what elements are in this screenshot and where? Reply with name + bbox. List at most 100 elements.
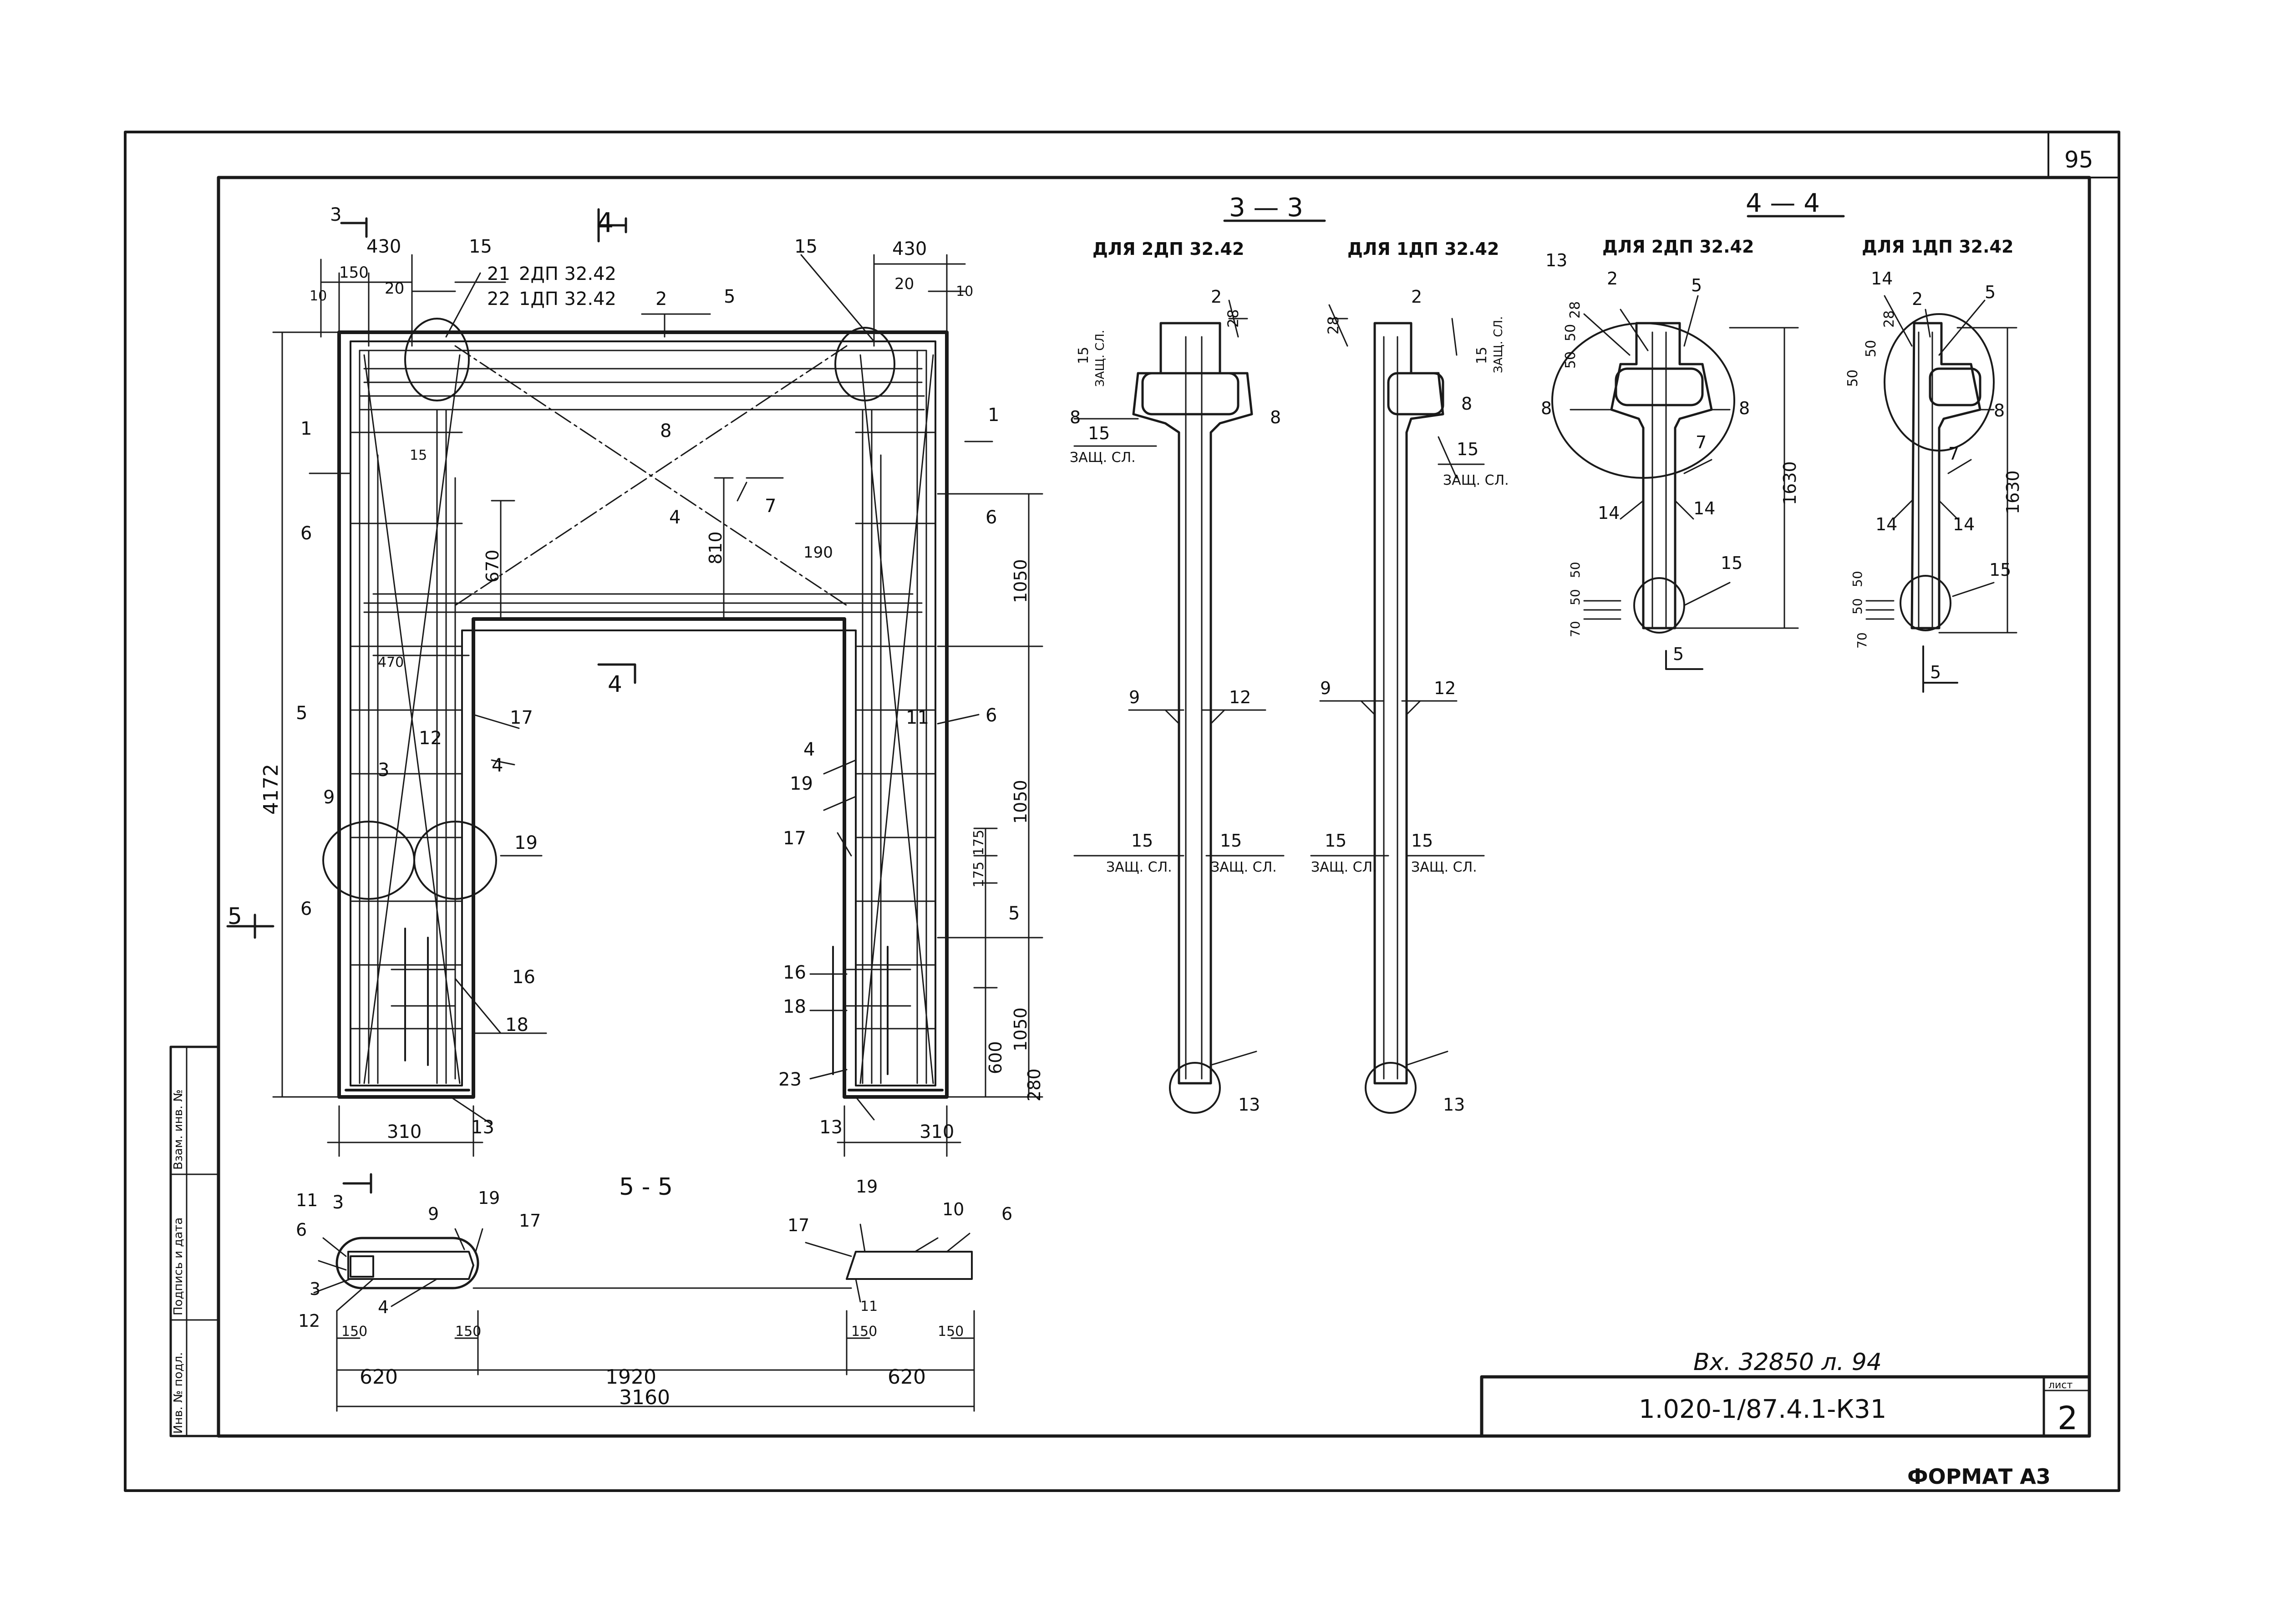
callout-5: 5 [724, 286, 735, 307]
s33-n12-a: 12 [1229, 687, 1251, 707]
section-mark-4-mid: 4 [608, 671, 622, 697]
callout-23: 23 [778, 1069, 802, 1090]
s44-n50-a: 50 [1563, 324, 1579, 341]
s44-n7-a: 7 [1696, 432, 1707, 452]
callout-6-c: 6 [986, 705, 997, 726]
s33-n9-b: 9 [1320, 678, 1331, 698]
callout-9: 9 [323, 787, 335, 808]
callout-15-left: 15 [469, 236, 492, 257]
s44-n28-b: 28 [1881, 310, 1897, 328]
callout-15-small: 15 [410, 447, 427, 463]
section-mark-3: 3 [330, 204, 341, 225]
legend-21-num: 21 [487, 264, 510, 284]
s44-n8-b: 8 [1739, 398, 1750, 418]
s55-dim-150-d: 150 [938, 1324, 964, 1340]
s33-n15-h: 15 [1411, 831, 1433, 851]
legend-22-mark: 1ДП 32.42 [519, 289, 616, 310]
s44-n5-c: 5 [1985, 282, 1996, 302]
page-number-box [2047, 131, 2120, 178]
s55-callout-17-right: 17 [787, 1215, 809, 1235]
s44-n8-a: 8 [1541, 398, 1552, 418]
s33-n15-e: 15 [1131, 831, 1153, 851]
dim-10-right: 10 [956, 284, 973, 299]
s44-left-label: ДЛЯ 2ДП 32.42 [1602, 237, 1754, 257]
s55-callout-6-right: 6 [1001, 1204, 1012, 1224]
dim-150: 150 [339, 264, 369, 282]
callout-3: 3 [378, 760, 389, 781]
s33-n12-b: 12 [1434, 678, 1456, 698]
section-5-5-labels: 5 - 5 620 1920 620 3160 150 150 150 150 … [296, 1173, 1012, 1409]
s55-callout-11: 11 [296, 1190, 318, 1210]
s33-zashch-g: ЗАЩ. СЛ. [1311, 859, 1377, 875]
dim-175b: 175 [971, 862, 987, 888]
callout-13-right: 13 [819, 1117, 843, 1138]
dim-20-left: 20 [385, 279, 404, 298]
s44-n15-a: 15 [1721, 553, 1743, 573]
s44-n7-b: 7 [1948, 444, 1959, 464]
s33-n15-b: 15 [1474, 347, 1490, 364]
section-4-4 [1551, 215, 2017, 693]
dim-470: 470 [378, 655, 404, 670]
callout-19-left: 19 [514, 832, 538, 853]
s55-callout-19-right: 19 [856, 1177, 878, 1197]
s44-n70-b: 70 [1854, 632, 1870, 649]
s44-n2-b: 2 [1912, 289, 1923, 309]
sheet-number: 2 [2058, 1400, 2078, 1437]
s33-n2-right: 2 [1411, 287, 1422, 307]
dim-670: 670 [483, 549, 503, 583]
s55-dim-620-left: 620 [360, 1365, 398, 1389]
s33-n15-c: 15 [1088, 423, 1110, 443]
s55-dim-1920: 1920 [605, 1365, 656, 1389]
s33-zashch-b: ЗАЩ. СЛ. [1492, 316, 1505, 373]
s33-n2-left: 2 [1211, 287, 1222, 307]
s33-n8-b: 8 [1270, 407, 1281, 427]
callout-6-d: 6 [300, 898, 312, 919]
dim-280: 280 [1024, 1068, 1044, 1101]
s33-n13-b: 13 [1443, 1095, 1465, 1115]
s44-n14-c: 14 [1871, 269, 1893, 289]
section-3-3-title: 3 — 3 [1229, 193, 1303, 223]
s55-callout-19-left: 19 [478, 1188, 500, 1208]
callout-18-right: 18 [783, 996, 806, 1017]
s44-right-label: ДЛЯ 1ДП 32.42 [1862, 237, 2013, 257]
callout-15-right: 15 [794, 236, 818, 257]
s44-n14-d: 14 [1875, 514, 1897, 534]
callout-16-right: 16 [783, 962, 806, 983]
s55-callout-17-left: 17 [519, 1211, 541, 1231]
callout-5-side: 5 [1008, 903, 1020, 924]
dim-310-left: 310 [387, 1122, 422, 1142]
dim-430-left: 430 [366, 236, 401, 257]
callout-11: 11 [906, 707, 929, 728]
s55-callout-9: 9 [428, 1204, 439, 1224]
callout-2: 2 [655, 289, 667, 310]
s33-zashch-d: ЗАЩ. СЛ. [1443, 472, 1509, 488]
s55-dim-150-a: 150 [341, 1324, 367, 1340]
section-mark-4-top: 4 [596, 207, 614, 239]
dim-10-left: 10 [310, 288, 327, 304]
s33-n28-left: 28 [1224, 309, 1242, 328]
dim-600: 600 [986, 1041, 1006, 1074]
s33-zashch-a: ЗАЩ. СЛ. [1093, 330, 1107, 387]
s33-n15-f: 15 [1220, 831, 1242, 851]
s55-callout-3: 3 [310, 1279, 320, 1299]
elevation-labels: 3 3 4 4 5 430 430 150 20 20 10 10 4172 6… [228, 204, 1044, 1213]
dim-1050-top: 1050 [1011, 559, 1031, 603]
s44-n8-c: 8 [1994, 401, 2005, 421]
callout-12: 12 [419, 728, 442, 749]
stamp-text-3: Взам. инв. № [172, 1089, 185, 1170]
s44-n50-d: 50 [1568, 589, 1583, 605]
elevation-leaders [309, 254, 993, 1125]
document-code: 1.020-1/87.4.1-К31 [1639, 1395, 1886, 1424]
s33-n15-a: 15 [1076, 347, 1092, 364]
s55-dim-620-right: 620 [888, 1365, 926, 1389]
s33-zashch-f: ЗАЩ. СЛ. [1211, 859, 1277, 875]
section-mark-5: 5 [228, 903, 242, 929]
callout-1-left: 1 [300, 418, 312, 439]
s44-n50-f: 50 [1845, 370, 1861, 387]
callout-4-mid: 4 [669, 507, 681, 528]
s44-n28-a: 28 [1567, 301, 1583, 319]
callout-8: 8 [660, 421, 671, 442]
dim-190: 190 [803, 543, 833, 562]
